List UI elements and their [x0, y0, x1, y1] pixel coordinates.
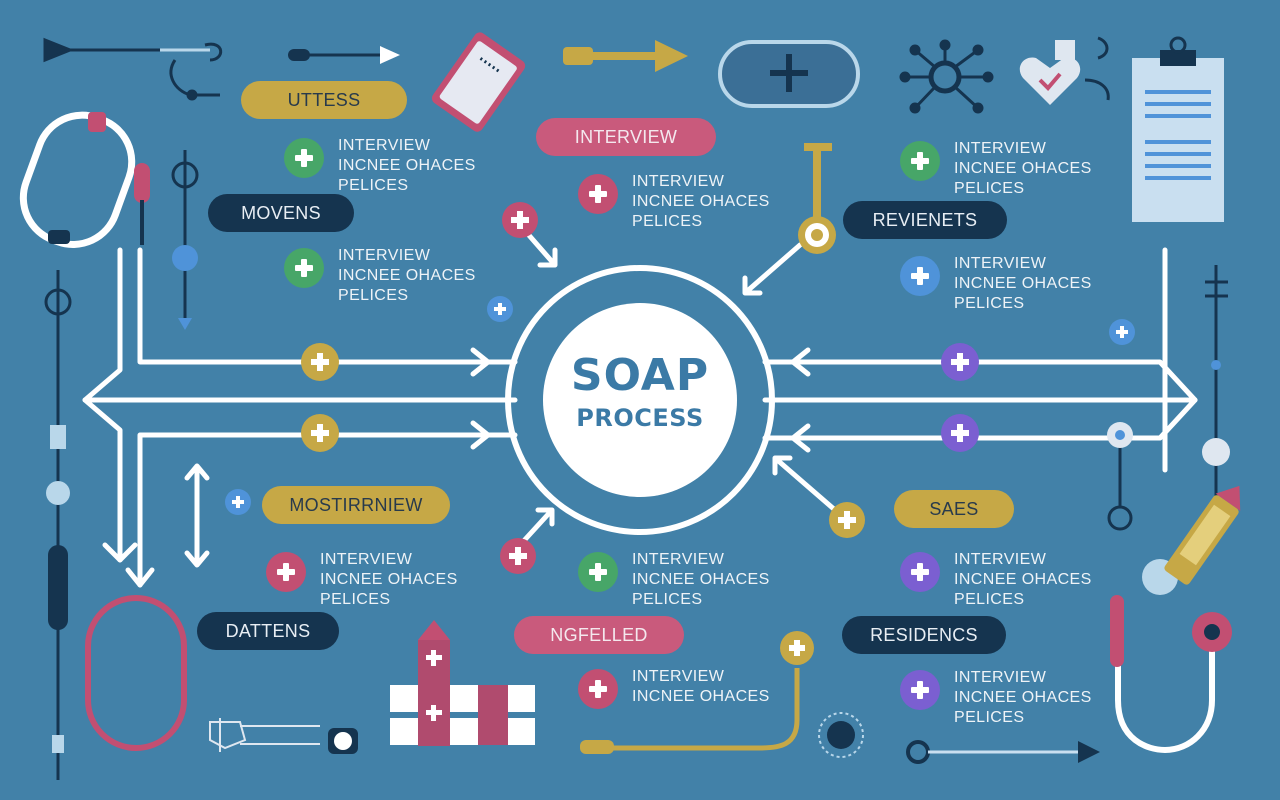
plus-icon — [900, 256, 940, 296]
info-block: INTERVIEW INCNEE OHACES PELICES — [900, 139, 1092, 199]
plus-icon — [900, 141, 940, 181]
gold-arrow-icon — [563, 40, 688, 72]
dial-icon — [818, 712, 864, 758]
block-line: PELICES — [338, 177, 409, 194]
arrowhead — [102, 542, 138, 563]
info-block: INTERVIEW INCNEE OHACES PELICES — [266, 550, 458, 610]
block-line: INCNEE OHACES — [338, 157, 476, 174]
flow-line-left-outer — [82, 247, 123, 563]
diagonal-arrow — [742, 242, 803, 296]
plus-icon — [578, 552, 618, 592]
stethoscope-icon — [169, 42, 223, 101]
block-line: INTERVIEW — [954, 669, 1047, 686]
diagonal-arrow — [772, 455, 838, 513]
plus-icon — [578, 174, 618, 214]
arrowhead — [125, 567, 155, 588]
block-line: INTERVIEW — [338, 247, 431, 264]
block-line: INCNEE OHACES — [320, 571, 458, 588]
block-line: INTERVIEW — [338, 137, 431, 154]
plus-icon — [900, 552, 940, 592]
block-line: PELICES — [954, 709, 1025, 726]
flow-node-group — [225, 202, 1135, 665]
block-line: INTERVIEW — [632, 551, 725, 568]
plus-icon — [284, 248, 324, 288]
small-tool-icon — [209, 718, 320, 752]
pen-probe-icon — [580, 668, 800, 754]
label-interview: INTERVIEW — [536, 118, 716, 156]
stethoscope-right-icon — [1110, 595, 1232, 754]
right-probe-icon — [1107, 265, 1230, 531]
plus-icon — [284, 138, 324, 178]
arrow-right-icon — [288, 46, 400, 64]
info-block: INTERVIEW INCNEE OHACES PELICES — [900, 254, 1092, 314]
clipboard-icon — [1132, 36, 1224, 222]
center-disc — [543, 303, 737, 497]
stethoscope-large-icon — [19, 111, 150, 248]
block-line: INTERVIEW — [954, 255, 1047, 272]
label-movens: MOVENS — [208, 194, 354, 232]
block-line: PELICES — [338, 287, 409, 304]
arrowhead — [470, 420, 491, 450]
block-line: INCNEE OHACES — [632, 571, 770, 588]
block-line: PELICES — [320, 591, 391, 608]
block-line: PELICES — [954, 295, 1025, 312]
center-ring — [505, 265, 775, 535]
block-line: INCNEE OHACES — [954, 160, 1092, 177]
block-line: INCNEE OHACES — [632, 688, 770, 705]
arrow-left-icon — [43, 37, 160, 63]
block-line: INTERVIEW — [632, 668, 725, 685]
block-line: INCNEE OHACES — [954, 571, 1092, 588]
block-line: PELICES — [632, 213, 703, 230]
label-revienets: REVIENETS — [843, 201, 1007, 239]
block-line: PELICES — [632, 591, 703, 608]
center-title: SOAP — [570, 350, 710, 401]
label-residencs: RESIDENCS — [842, 616, 1006, 654]
label-dattens: DATTENS — [197, 612, 339, 650]
arrowhead — [470, 347, 491, 377]
info-block: INTERVIEW INCNEE OHACES PELICES — [578, 550, 770, 610]
plus-icon — [900, 670, 940, 710]
info-block: INTERVIEW INCNEE OHACES PELICES — [284, 246, 476, 306]
plus-icon — [578, 669, 618, 709]
syringe-left-icon — [44, 270, 72, 780]
hospital-building-icon — [390, 620, 535, 746]
block-line: INTERVIEW — [954, 551, 1047, 568]
block-line: PELICES — [954, 180, 1025, 197]
center-subtitle: PROCESS — [576, 404, 704, 432]
phone-icon — [431, 32, 526, 132]
plus-icon — [266, 552, 306, 592]
info-block: INTERVIEW INCNEE OHACES — [578, 667, 770, 709]
block-line: INCNEE OHACES — [632, 193, 770, 210]
block-line: INTERVIEW — [954, 140, 1047, 157]
block-line: INCNEE OHACES — [338, 267, 476, 284]
network-node-icon — [899, 39, 994, 114]
block-line: INCNEE OHACES — [954, 275, 1092, 292]
info-block: INTERVIEW INCNEE OHACES PELICES — [578, 172, 770, 232]
arrowhead — [790, 423, 811, 453]
syringe-icon — [1164, 485, 1241, 585]
heart-icon — [1019, 36, 1110, 105]
info-block: INTERVIEW INCNEE OHACES PELICES — [900, 668, 1092, 728]
block-line: INCNEE OHACES — [954, 689, 1092, 706]
label-saes: SAES — [894, 490, 1014, 528]
bottom-arrow-icon — [906, 740, 1100, 764]
needle-icon — [171, 150, 199, 330]
label-uttess: UTTESS — [241, 81, 407, 119]
label-ngfelled: NGFELLED — [514, 616, 684, 654]
arrowhead — [790, 347, 811, 377]
info-block: INTERVIEW INCNEE OHACES PELICES — [284, 136, 476, 196]
block-line: INTERVIEW — [632, 173, 725, 190]
diagonal-arrow — [517, 507, 555, 548]
double-arrow — [184, 463, 210, 568]
block-line: PELICES — [954, 591, 1025, 608]
tube-loop-icon — [85, 595, 187, 751]
block-line: INTERVIEW — [320, 551, 413, 568]
info-block: INTERVIEW INCNEE OHACES PELICES — [900, 550, 1092, 610]
gold-probe-icon — [798, 143, 836, 254]
label-mostirrniew: MOSTIRRNIEW — [262, 486, 450, 524]
